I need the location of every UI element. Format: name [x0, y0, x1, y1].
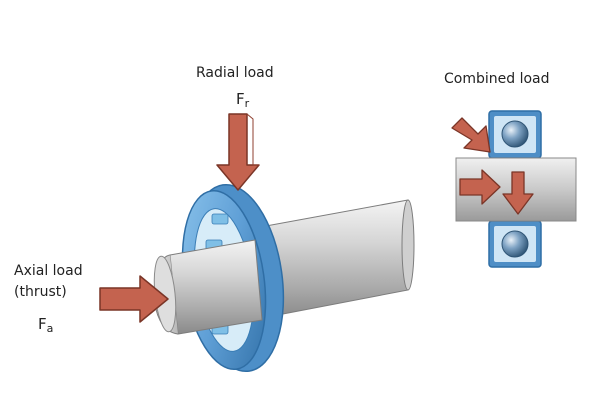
combined-load-label: Combined load [444, 71, 550, 87]
radial-load-symbol: Fr [236, 90, 249, 113]
radial-symbol-base: F [236, 90, 245, 108]
combined-radial-arrow [502, 171, 534, 215]
axial-symbol-base: F [38, 315, 47, 333]
axial-symbol-sub: a [46, 322, 54, 335]
combined-axial-arrow [459, 169, 501, 205]
combined-load-section [451, 110, 577, 268]
radial-load-arrow [216, 113, 260, 191]
shaft [254, 199, 415, 319]
radial-load-label: Radial load [196, 65, 274, 81]
combined-angled-arrow [451, 117, 491, 153]
axial-load-symbol: Fa [38, 315, 53, 338]
axial-load-label: Axial load [14, 263, 83, 279]
axial-load-arrow [99, 275, 169, 323]
shaft-front [153, 239, 263, 335]
radial-symbol-sub: r [244, 97, 250, 110]
axial-thrust-label: (thrust) [14, 284, 67, 300]
